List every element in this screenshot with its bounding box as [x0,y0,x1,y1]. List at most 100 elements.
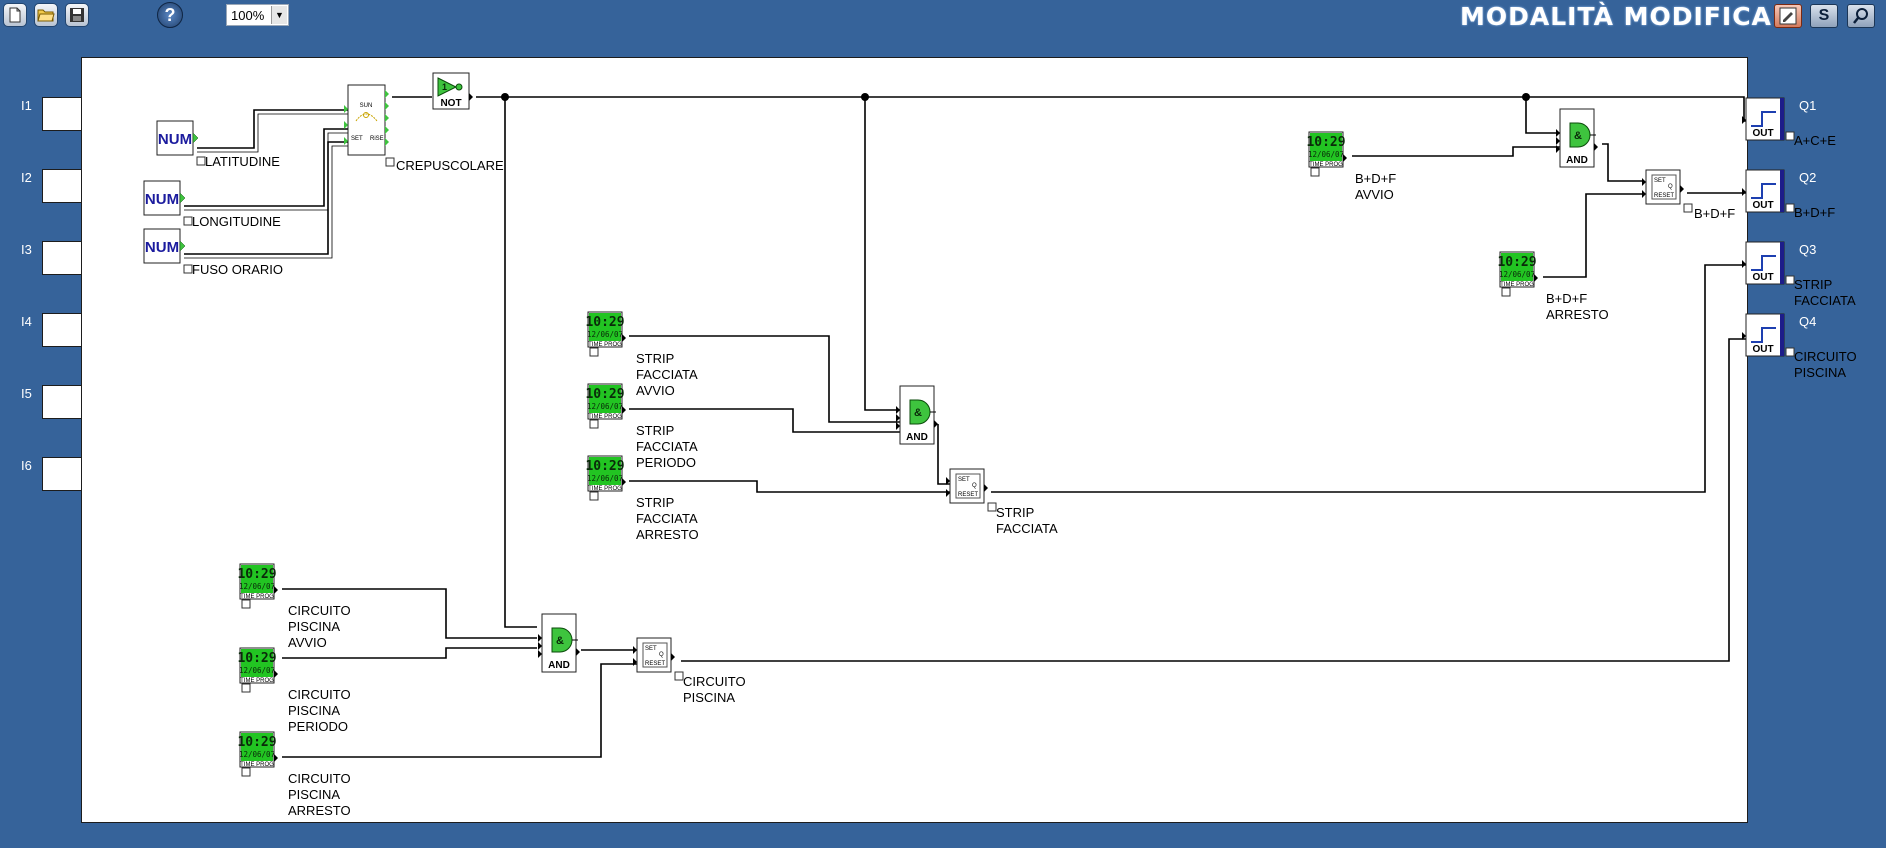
svg-text:PISCINA: PISCINA [288,787,340,802]
folder-open-icon [37,9,55,22]
not-gate[interactable]: 1 NOT [432,72,473,110]
wires [184,96,1762,758]
input-label-i3: I3 [21,242,32,257]
save-icon [70,8,84,22]
output-block-q2[interactable]: B+D+F [1741,169,1835,220]
sun-title: SUN [360,103,373,109]
svg-text:PISCINA: PISCINA [288,703,340,718]
simulation-button[interactable]: S [1810,4,1838,28]
svg-text:FACCIATA: FACCIATA [996,521,1058,536]
help-icon: ? [164,4,176,25]
output-id-q1: Q1 [1799,98,1817,113]
svg-text:RiSE: RiSE [370,136,384,142]
input-slot-i3[interactable] [42,241,82,275]
svg-text:ARRESTO: ARRESTO [1546,307,1609,322]
input-label-i6: I6 [21,458,32,473]
save-button[interactable] [65,3,89,27]
svg-text:CIRCUITO: CIRCUITO [683,674,746,689]
output-id-q4: Q4 [1799,314,1817,329]
svg-text:STRIP: STRIP [636,495,674,510]
svg-text:FACCIATA: FACCIATA [636,367,698,382]
chevron-down-icon[interactable]: ▼ [271,6,287,24]
svg-text:PERIODO: PERIODO [288,719,348,734]
input-slot-i6[interactable] [42,457,82,491]
svg-text:FACCIATA: FACCIATA [1794,293,1856,308]
input-label-i1: I1 [21,98,32,113]
svg-text:LATITUDINE: LATITUDINE [205,154,280,169]
svg-text:B+D+F: B+D+F [1794,205,1835,220]
svg-text:STRIP: STRIP [1794,277,1832,292]
edit-mode-button[interactable] [1774,4,1802,28]
junction-dots [501,93,1530,101]
svg-text:PERIODO: PERIODO [636,455,696,470]
svg-text:SET: SET [351,136,363,142]
svg-text:A+C+E: A+C+E [1794,133,1836,148]
svg-text:NOT: NOT [440,98,461,109]
sun-block-crepuscolare[interactable]: SUN SET RiSE CREPUSCOLARE [344,84,504,173]
svg-text:STRIP: STRIP [636,423,674,438]
output-id-q2: Q2 [1799,170,1817,185]
svg-text:AVVIO: AVVIO [288,635,327,650]
search-button[interactable] [1847,4,1875,28]
svg-text:PISCINA: PISCINA [288,619,340,634]
svg-text:CIRCUITO: CIRCUITO [288,687,351,702]
svg-text:AVVIO: AVVIO [1355,187,1394,202]
magnifier-icon [1853,8,1868,24]
svg-text:AVVIO: AVVIO [636,383,675,398]
zoom-select[interactable]: 100% ▼ [226,4,289,26]
zoom-value: 100% [231,7,265,23]
svg-text:ARRESTO: ARRESTO [288,803,351,818]
num-block-longitudine[interactable]: LONGITUDINE [143,180,281,229]
and-gate-middle[interactable] [895,385,939,445]
and-gate-top-right[interactable] [1555,108,1599,168]
svg-text:FACCIATA: FACCIATA [636,439,698,454]
input-label-i2: I2 [21,170,32,185]
svg-text:CIRCUITO: CIRCUITO [1794,349,1857,364]
svg-text:B+D+F: B+D+F [1355,171,1396,186]
new-file-button[interactable] [3,3,27,27]
help-button[interactable]: ? [157,2,183,28]
svg-text:CIRCUITO: CIRCUITO [288,771,351,786]
svg-text:FUSO ORARIO: FUSO ORARIO [192,262,283,277]
open-file-button[interactable] [34,3,58,27]
num-block-latitudine[interactable]: LATITUDINE [156,120,280,169]
edit-mode-icon [1779,7,1797,25]
svg-text:B+D+F: B+D+F [1694,206,1735,221]
output-block-q1[interactable]: A+C+E [1741,97,1836,148]
svg-text:LONGITUDINE: LONGITUDINE [192,214,281,229]
svg-text:PISCINA: PISCINA [683,690,735,705]
input-label-i4: I4 [21,314,32,329]
new-file-icon [9,7,21,23]
simulation-label: S [1818,7,1830,24]
svg-text:CIRCUITO: CIRCUITO [288,603,351,618]
svg-text:B+D+F: B+D+F [1546,291,1587,306]
and-gate-bottom[interactable] [537,613,581,673]
svg-text:STRIP: STRIP [996,505,1034,520]
svg-text:PISCINA: PISCINA [1794,365,1846,380]
svg-text:STRIP: STRIP [636,351,674,366]
input-label-i5: I5 [21,386,32,401]
input-slot-i2[interactable] [42,169,82,203]
svg-text:ARRESTO: ARRESTO [636,527,699,542]
svg-text:CREPUSCOLARE: CREPUSCOLARE [396,158,504,173]
input-slot-i5[interactable] [42,385,82,419]
num-block-fuso-orario[interactable]: FUSO ORARIO [143,228,283,277]
svg-text:1: 1 [442,82,447,92]
mode-title: MODALITÀ MODIFICA [1460,2,1772,31]
svg-text:FACCIATA: FACCIATA [636,511,698,526]
output-id-q3: Q3 [1799,242,1817,257]
setreset-block-bdf[interactable]: B+D+F [1641,169,1735,221]
